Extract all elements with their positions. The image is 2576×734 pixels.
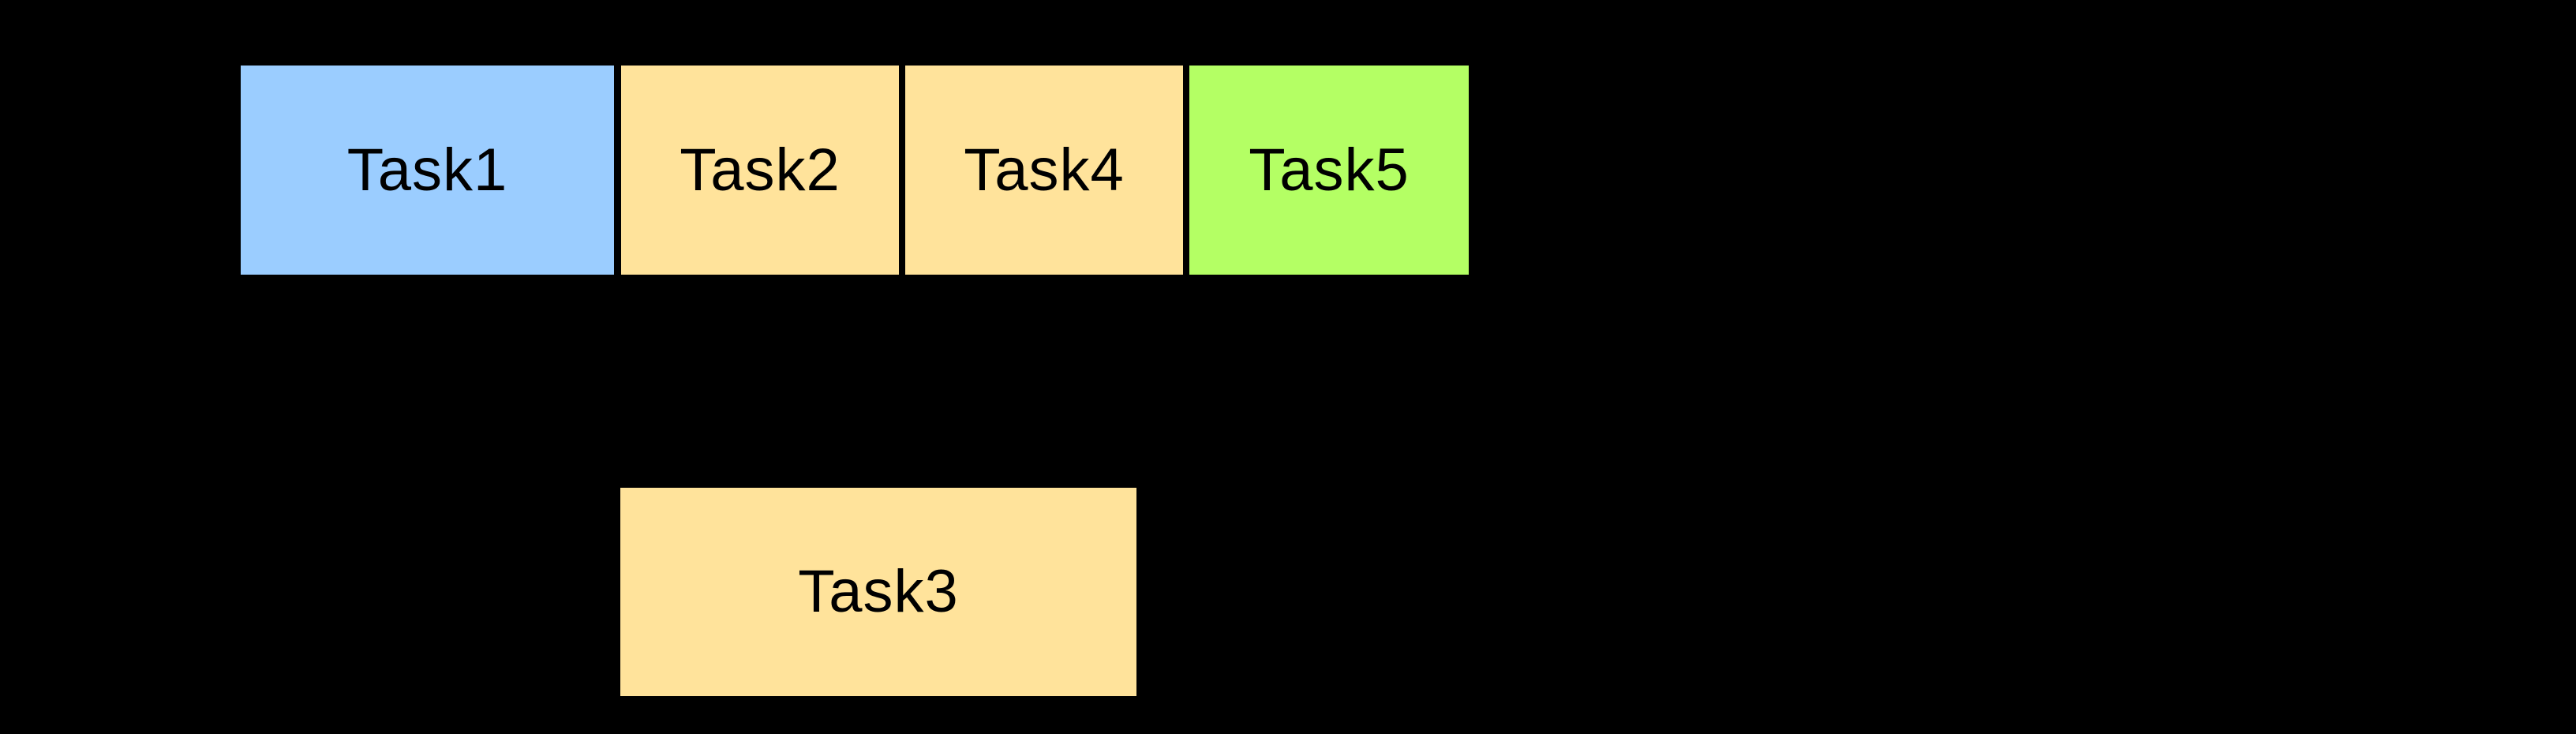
task-label: Task2 [680,136,841,204]
task-label: Task4 [964,136,1125,204]
task-label: Task3 [798,558,959,625]
task-block-task5: Task5 [1189,66,1469,275]
task-block-task2: Task2 [621,66,899,275]
task-block-task3: Task3 [620,488,1136,696]
task-label: Task1 [346,136,508,204]
task-block-task1: Task1 [241,66,614,275]
task-block-task4: Task4 [905,66,1183,275]
task-label: Task5 [1249,136,1410,204]
